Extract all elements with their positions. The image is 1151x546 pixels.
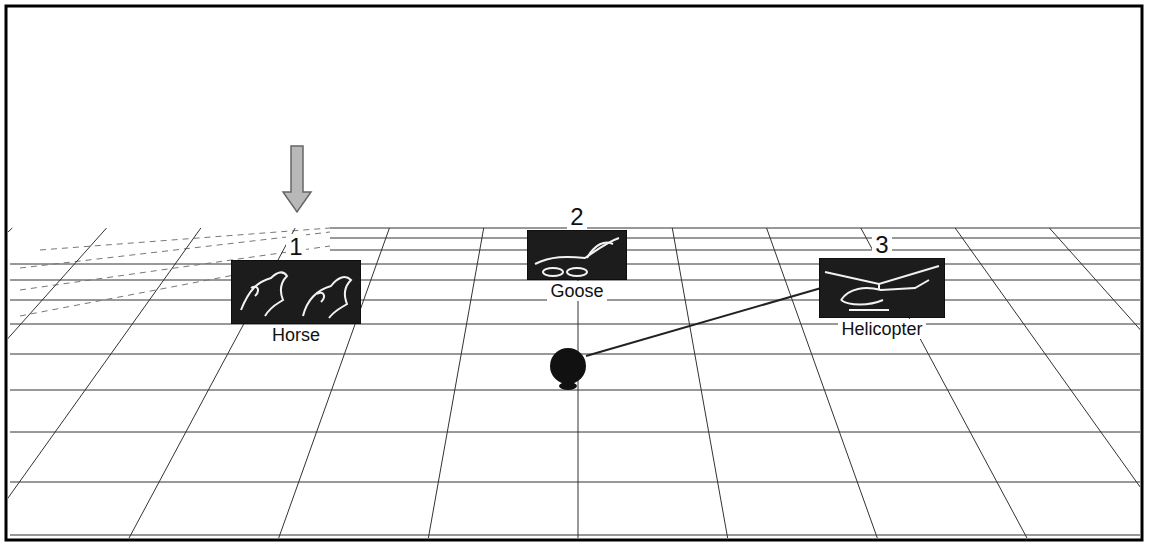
callout-number: 2 bbox=[567, 204, 586, 230]
callout-number: 1 bbox=[286, 234, 305, 260]
selection-arrow bbox=[283, 146, 311, 212]
grid-line bbox=[672, 228, 728, 538]
grid-line bbox=[330, 238, 1140, 239]
grid-line bbox=[428, 228, 484, 538]
grid-line bbox=[955, 228, 1140, 538]
grid-line bbox=[10, 482, 1140, 483]
picture-image bbox=[231, 260, 361, 324]
grid-line bbox=[8, 228, 12, 538]
grid-line bbox=[8, 228, 107, 538]
picture-image bbox=[819, 258, 945, 318]
picture-card: 1Horse bbox=[231, 234, 361, 345]
frame-border bbox=[6, 6, 1142, 540]
grid-line bbox=[20, 272, 250, 316]
grid-line bbox=[10, 324, 1140, 325]
floor-grid bbox=[8, 228, 1140, 538]
picture-card: 3Helicopter bbox=[819, 232, 945, 339]
grid-line bbox=[10, 535, 1140, 536]
grid-line bbox=[10, 390, 1140, 391]
picture-label: Goose bbox=[547, 281, 606, 301]
grid-line bbox=[330, 228, 1140, 229]
grid-line bbox=[8, 228, 201, 538]
callout-number: 3 bbox=[872, 232, 891, 258]
grid-line bbox=[330, 250, 1140, 251]
picture-label: Horse bbox=[269, 325, 323, 345]
grid-line bbox=[1049, 228, 1140, 538]
picture-label: Helicopter bbox=[838, 319, 925, 339]
picture-image bbox=[527, 230, 627, 280]
picture-card: 2Goose bbox=[527, 204, 627, 301]
